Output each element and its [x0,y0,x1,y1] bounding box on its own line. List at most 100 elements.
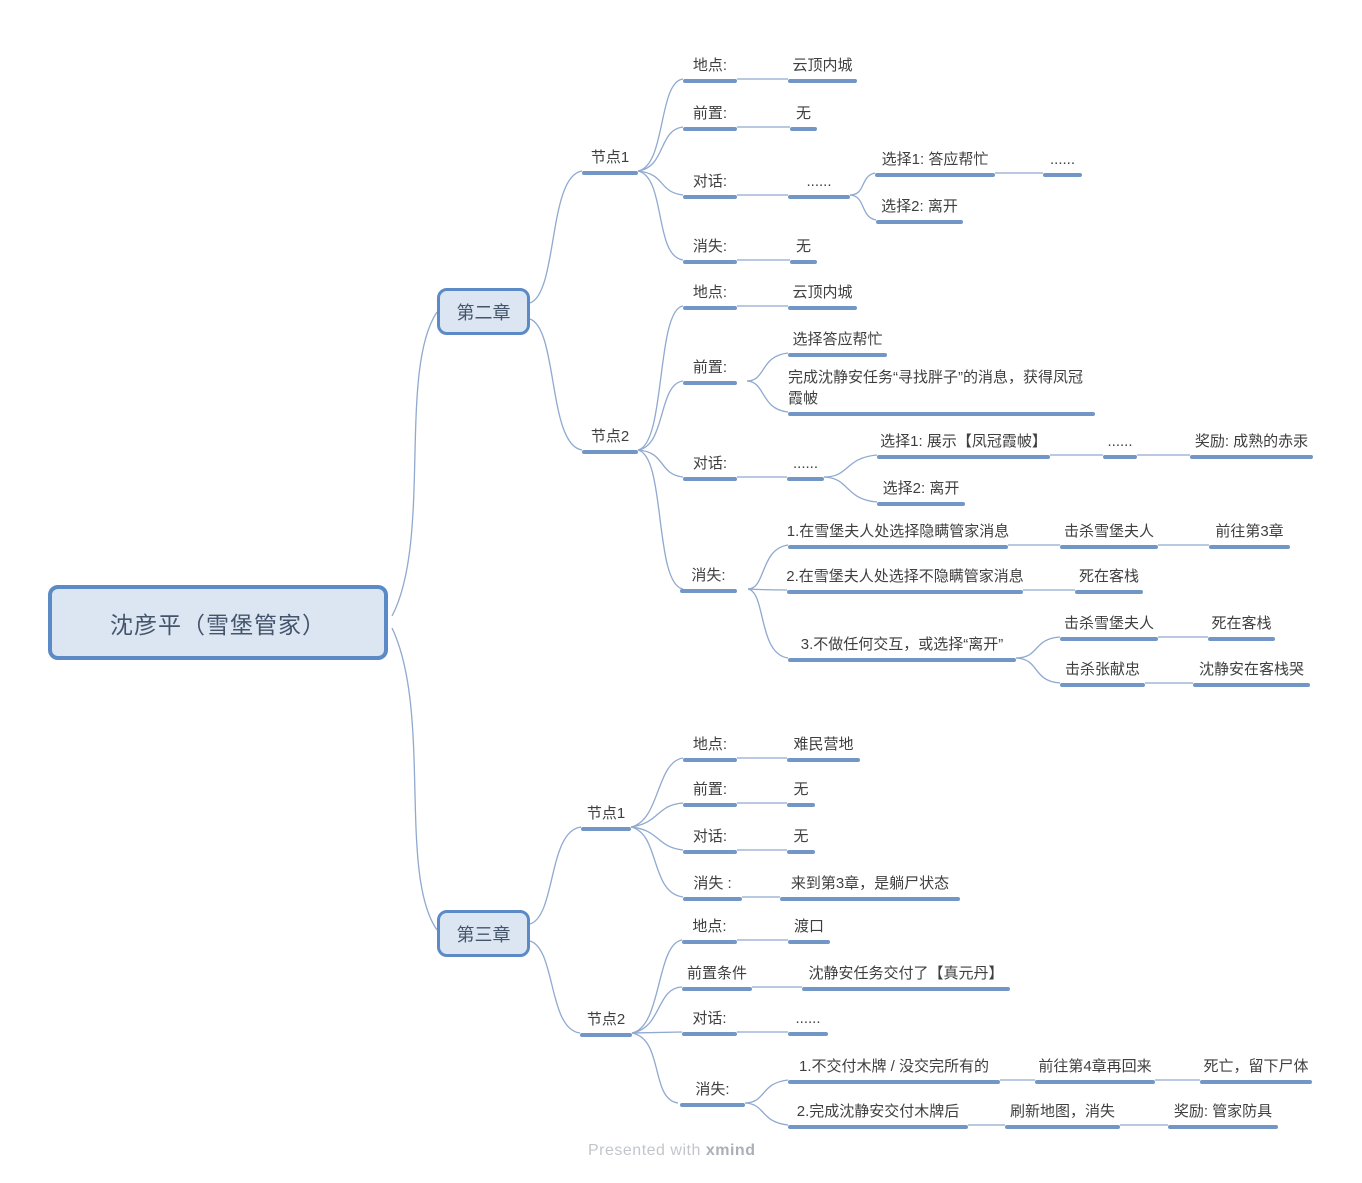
chapter2-title: 第二章 [456,302,511,323]
topic-text: 地点: [692,284,728,301]
ch2-n1-prereq-label[interactable]: 前置: [683,103,737,131]
ch3-n2-vanish-label[interactable]: 消失: [680,1079,745,1107]
ch2-n2-vanish3b[interactable]: 击杀张献忠 [1060,659,1145,687]
topic-text: 选择答应帮忙 [792,331,883,348]
ch3-n1-prereq-label[interactable]: 前置: [683,779,737,807]
ch3-n2-dialog-value[interactable]: ...... [788,1008,828,1036]
topic-text: 前置: [692,105,728,122]
topic-underline [683,195,737,199]
topic-text: 选择1: 展示【凤冠霞帔】 [880,433,1047,450]
topic-text: 节点1 [590,149,630,166]
ch3-n1-vanish-label[interactable]: 消失 : [683,873,742,901]
topic-underline [802,987,1010,991]
ch2-n2-vanish3b-result[interactable]: 沈静安在客栈哭 [1193,659,1310,687]
ch2-n2-dialog-label[interactable]: 对话: [683,453,737,481]
ch2-n1-location-value[interactable]: 云顶内城 [788,55,857,83]
ch3-n2-vanish2-result[interactable]: 奖励: 管家防具 [1168,1101,1278,1129]
ch3-n1-location-label[interactable]: 地点: [683,734,737,762]
ch2-n2-prereq-option2[interactable]: 完成沈静安任务“寻找胖子”的消息，获得凤冠霞帔 [788,367,1095,416]
ch3-n2-vanish2[interactable]: 2.完成沈静安交付木牌后 [788,1101,968,1129]
ch2-n2-vanish1-next[interactable]: 击杀雪堡夫人 [1060,521,1158,549]
topic-text: 1.在雪堡夫人处选择隐瞒管家消息 [786,523,1010,540]
ch3-n2-vanish1-next[interactable]: 前往第4章再回来 [1035,1056,1155,1084]
ch3-n1-dialog-value[interactable]: 无 [787,826,815,854]
topic-text: 渡口 [793,918,824,935]
topic-underline [787,850,815,854]
topic-underline [780,897,960,901]
ch2-n2-choice2[interactable]: 选择2: 离开 [877,478,965,506]
ch3-n1-location-value[interactable]: 难民营地 [787,734,860,762]
ch3-n2-location-value[interactable]: 渡口 [788,916,830,944]
ch2-n1-vanish-value[interactable]: 无 [790,236,817,264]
topic-underline [788,940,830,944]
ch3-n1-dialog-label[interactable]: 对话: [683,826,737,854]
root-title: 沈彦平（雪堡管家） [110,611,326,638]
ch2-n2-prereq-label[interactable]: 前置: [683,357,737,385]
topic-underline [788,412,1095,416]
topic-text: 死在客栈 [1211,615,1272,632]
ch2-n1-choice1[interactable]: 选择1: 答应帮忙 [875,149,995,177]
topic-underline [680,589,737,593]
topic-underline [1208,637,1275,641]
topic-text: 沈静安在客栈哭 [1198,661,1304,678]
ch2-n2-vanish3a-result[interactable]: 死在客栈 [1208,613,1275,641]
ch3-n1-prereq-value[interactable]: 无 [787,779,815,807]
topic-text: 击杀雪堡夫人 [1063,523,1154,540]
topic-underline [1209,545,1290,549]
ch3-n2-vanish1[interactable]: 1.不交付木牌 / 没交完所有的 [788,1056,1000,1084]
ch2-n1-prereq-value[interactable]: 无 [790,103,817,131]
topic-underline [683,127,737,131]
ch2-n2-vanish2-result[interactable]: 死在客栈 [1075,566,1143,594]
topic-underline [683,381,737,385]
ch3-n2-vanish1-result[interactable]: 死亡，留下尸体 [1200,1056,1312,1084]
ch2-n2-vanish1-result[interactable]: 前往第3章 [1209,521,1290,549]
ch2-n1-topic[interactable]: 节点1 [582,147,638,175]
ch2-n2-vanish-label[interactable]: 消失: [680,565,737,593]
ch2-n2-dialog-value[interactable]: ...... [787,453,824,481]
ch2-n1-dialog-value[interactable]: ...... [788,171,850,199]
ch2-n2-choice1-more[interactable]: ...... [1103,431,1137,459]
topic-text: 消失: [695,1081,730,1098]
topic-underline [788,195,850,199]
root-topic[interactable]: 沈彦平（雪堡管家） [48,585,388,660]
topic-text: 无 [795,105,811,122]
ch2-n2-choice1[interactable]: 选择1: 展示【凤冠霞帔】 [877,431,1050,459]
topic-underline [788,545,1008,549]
ch3-n1-topic[interactable]: 节点1 [581,803,631,831]
ch3-n2-prereq-label[interactable]: 前置条件 [682,963,752,991]
ch2-n2-vanish3a[interactable]: 击杀雪堡夫人 [1060,613,1158,641]
topic-underline [1075,590,1143,594]
topic-text: 沈静安任务交付了【真元丹】 [808,965,1004,982]
ch3-n2-vanish2-next[interactable]: 刷新地图，消失 [1005,1101,1120,1129]
ch3-n2-prereq-value[interactable]: 沈静安任务交付了【真元丹】 [802,963,1010,991]
ch2-n2-vanish1[interactable]: 1.在雪堡夫人处选择隐瞒管家消息 [786,521,1010,549]
ch2-n1-dialog-label[interactable]: 对话: [683,171,737,199]
topic-text: ...... [1049,151,1075,168]
topic-underline [1005,1125,1120,1129]
chapter3-topic[interactable]: 第三章 [437,910,530,957]
topic-underline [683,260,737,264]
chapter3-title: 第三章 [456,924,511,945]
ch2-n2-location-value[interactable]: 云顶内城 [788,282,857,310]
ch2-n1-choice2[interactable]: 选择2: 离开 [876,196,963,224]
ch3-n1-vanish-value[interactable]: 来到第3章，是躺尸状态 [780,873,960,901]
ch2-n2-prereq-option1[interactable]: 选择答应帮忙 [788,329,887,357]
topic-text: 节点2 [586,1011,626,1028]
ch2-n2-topic[interactable]: 节点2 [582,426,638,454]
topic-text: ...... [1107,433,1133,450]
topic-underline [787,758,860,762]
topic-underline [875,173,995,177]
ch2-n1-location-label[interactable]: 地点: [683,55,737,83]
ch2-n2-choice1-reward[interactable]: 奖励: 成熟的赤汞 [1190,431,1313,459]
chapter2-topic[interactable]: 第二章 [437,288,530,335]
ch2-n1-vanish-label[interactable]: 消失: [683,236,737,264]
ch3-n2-location-label[interactable]: 地点: [682,916,737,944]
ch3-n2-dialog-label[interactable]: 对话: [682,1008,737,1036]
ch2-n2-location-label[interactable]: 地点: [683,282,737,310]
topic-underline [787,477,824,481]
ch3-n2-topic[interactable]: 节点2 [580,1009,632,1037]
ch2-n2-vanish3[interactable]: 3.不做任何交互，或选择“离开” [788,634,1016,662]
topic-text: 奖励: 成熟的赤汞 [1194,433,1309,450]
ch2-n2-vanish2[interactable]: 2.在雪堡夫人处选择不隐瞒管家消息 [786,566,1024,594]
ch2-n1-choice1-more[interactable]: ...... [1043,149,1082,177]
